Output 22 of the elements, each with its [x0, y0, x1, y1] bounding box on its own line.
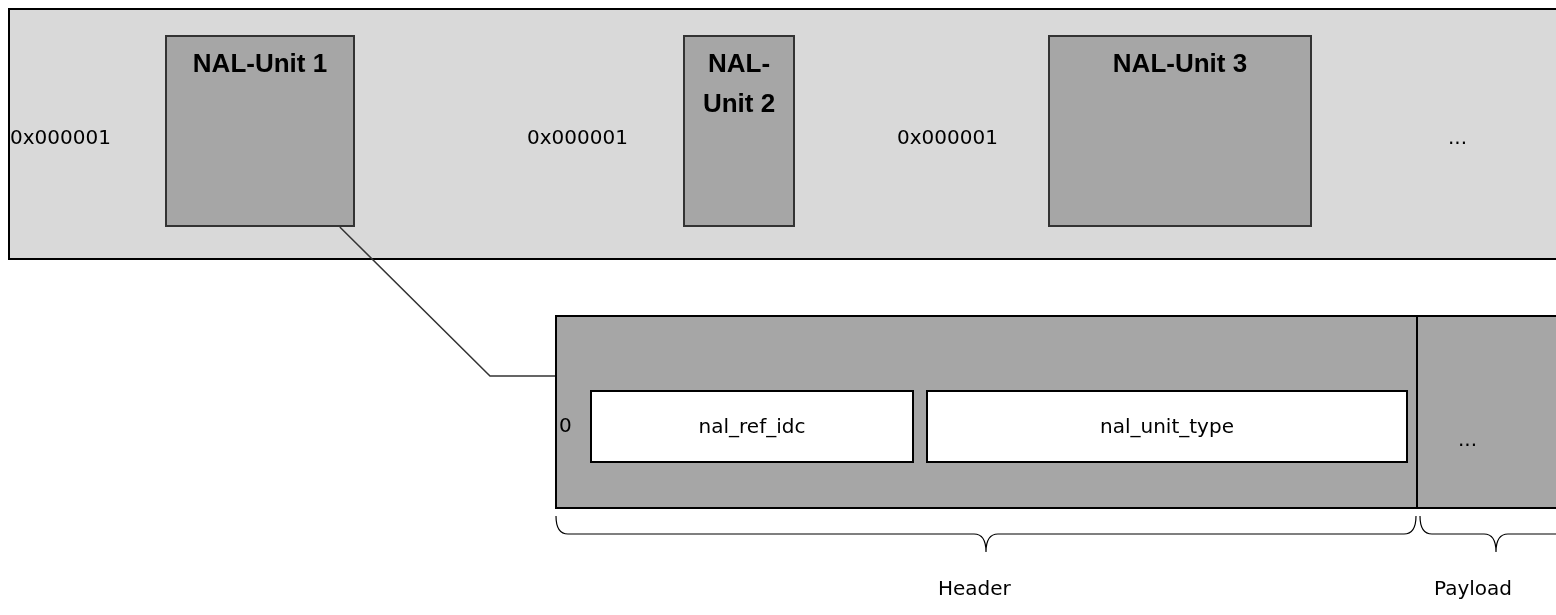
field-label: nal_ref_idc [697, 414, 807, 438]
ellipsis-label: ... [1448, 125, 1468, 149]
unit-title: NAL-Unit 3 [1111, 47, 1249, 80]
unit-title: NAL-Unit 1 [191, 47, 329, 80]
section-label: Payload [1434, 576, 1512, 600]
nal-unit-box [683, 35, 795, 227]
field-label: ... [1458, 427, 1478, 451]
nal-unit-box [1048, 35, 1312, 227]
leader-line [339, 226, 556, 377]
start-code-label: 0x000001 [10, 125, 111, 149]
field-box [590, 390, 914, 463]
header-box [555, 315, 1418, 509]
bit-index-label: 0 [559, 413, 572, 437]
payload-box [1416, 315, 1556, 509]
bitstream-band [8, 8, 1556, 260]
start-code-label: 0x000001 [897, 125, 998, 149]
section-label: Header [938, 576, 1011, 600]
start-code-label: 0x000001 [527, 125, 628, 149]
unit-title: NAL- Unit 2 [701, 47, 777, 121]
field-label: nal_unit_type [1099, 414, 1235, 438]
nal-unit-box [165, 35, 355, 227]
field-box [926, 390, 1408, 463]
